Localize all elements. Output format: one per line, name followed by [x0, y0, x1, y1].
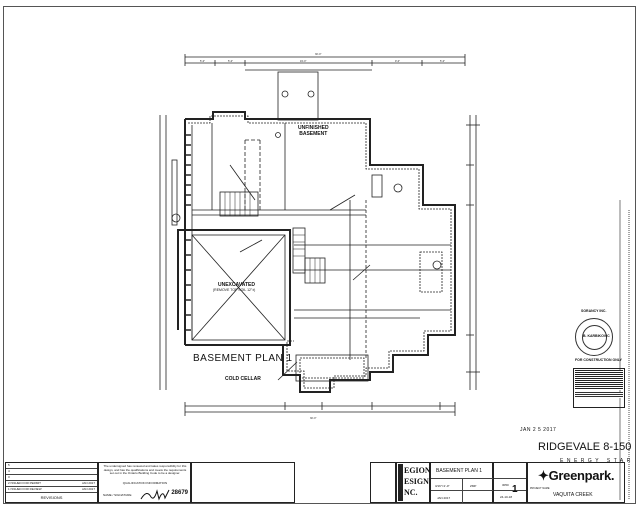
project-name-label: PROJECT NAME [530, 487, 550, 490]
seal-name: B. KARBIKOVIC [583, 334, 610, 338]
svg-text:5'-0": 5'-0" [200, 60, 205, 63]
checked-cell [462, 490, 493, 503]
drawing-sheet-border [3, 6, 636, 504]
svg-text:30'-0": 30'-0" [310, 417, 316, 420]
firm-name-line2: ESIGN [404, 477, 429, 486]
engineer-seal-icon [575, 318, 613, 356]
room-label-line2: BASEMENT [299, 131, 328, 137]
logo-bar-icon [398, 464, 403, 501]
date-cell: JAN 2017 [431, 490, 463, 503]
scale-cell: 3/16"=1'-0" [431, 478, 463, 491]
revisions-table: 5 4 3 2 ISSUED FOR PERMIT JAN 2017 1 ISS… [5, 462, 98, 503]
room-note-unexcavated: (REMOVE TOP SOIL 12"±) [213, 288, 256, 292]
revision-row: 4 [6, 469, 97, 475]
bcin-number: 28679 [171, 490, 188, 496]
energy-star-label: ENERGY STAR [560, 458, 634, 464]
revision-row: 2 ISSUED FOR PERMIT JAN 2017 [6, 481, 97, 487]
drawn-by-cell: ZMP [462, 478, 493, 491]
plan-title: BASEMENT PLAN 1 [193, 353, 293, 364]
seal-footer: FOR CONSTRUCTION ONLY [575, 358, 622, 362]
sheet-info: BASEMENT PLAN 1 3/16"=1'-0" ZMP JAN 2017 [430, 462, 493, 503]
designer-certification: The undersigned has reviewed and takes r… [98, 462, 191, 503]
project-name: VAQUITA CREEK [553, 492, 593, 498]
firm-name-line3: NC. [404, 488, 418, 497]
designer-logo: EGION ESIGN NC. [396, 462, 431, 503]
title-block-blank-cell [191, 462, 295, 503]
sheet-number-cell [493, 462, 527, 503]
designer-address [370, 462, 396, 503]
project-info: 3050 24-10-18 [493, 462, 527, 503]
project-number-cell: 3050 [494, 478, 526, 491]
signature-label: NAME / SIGNATURE [103, 493, 132, 497]
room-label-unfinished-basement: UNFINISHED BASEMENT [298, 125, 329, 137]
received-date-stamp: JAN 2 5 2017 [520, 427, 557, 433]
firm-name-line1: EGION [404, 466, 431, 475]
svg-text:9'-0": 9'-0" [395, 60, 400, 63]
svg-text:19'-0": 19'-0" [300, 60, 306, 63]
revision-row: 5 [6, 463, 97, 469]
qualification-heading: QUALIFICATION INFORMATION [122, 481, 168, 485]
client-brand-block: ✦Greenpark. PROJECT NAME VAQUITA CREEK [527, 462, 625, 503]
model-name: RIDGEVALE 8-150 [538, 441, 632, 453]
print-date-cell: 24-10-18 [494, 490, 526, 503]
room-label-unexcavated: UNEXCAVATED [218, 282, 255, 288]
sheet-number: 1 [512, 484, 518, 495]
sheet-title: BASEMENT PLAN 1 [436, 468, 483, 474]
revision-row: 3 [6, 475, 97, 481]
approval-note-box [573, 368, 625, 408]
room-label-line1: UNFINISHED [298, 125, 329, 131]
room-label-cold-cellar: COLD CELLAR [225, 376, 261, 382]
seal-header: SORANCY INC. [581, 309, 607, 313]
svg-text:5'-0": 5'-0" [228, 60, 233, 63]
greenpark-logo: ✦Greenpark. [538, 468, 615, 483]
svg-text:5'-0": 5'-0" [440, 60, 445, 63]
certification-statement: The undersigned has reviewed and takes r… [103, 464, 187, 475]
revisions-label: REVISIONS [6, 492, 97, 502]
svg-text:30'-0": 30'-0" [315, 53, 321, 56]
signature-icon [140, 489, 170, 501]
